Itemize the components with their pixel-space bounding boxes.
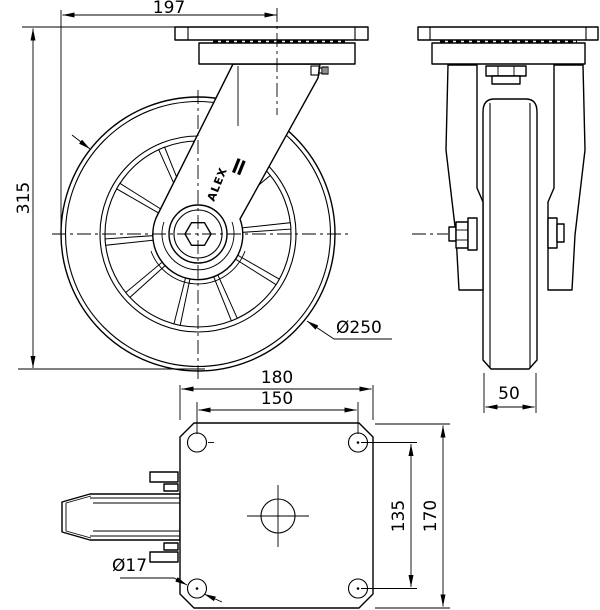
brand-mark-icon xyxy=(232,158,246,176)
dim-wheel-diameter: Ø250 xyxy=(306,318,392,340)
kingpin-hole xyxy=(247,485,309,547)
swivel-head-side xyxy=(431,42,586,65)
tire-pointer xyxy=(71,134,91,150)
dim-bolt-spacing-width: 150 xyxy=(196,389,359,434)
side-fork-leg-left xyxy=(445,64,484,291)
side-view xyxy=(412,26,599,370)
tire-pointer-arrow xyxy=(71,134,91,150)
dim-label-d17: Ø17 xyxy=(112,556,147,576)
dim-label-170: 170 xyxy=(421,500,441,532)
side-axle-bolt xyxy=(448,217,565,251)
dim-swivel-offset: 197 xyxy=(60,0,277,232)
fork-tab-lower xyxy=(149,542,179,563)
front-view: ALEX xyxy=(52,8,369,380)
dim-plate-depth: 170 xyxy=(375,423,450,609)
dim-label-315: 315 xyxy=(14,182,34,214)
side-fork-leg-right xyxy=(547,64,586,291)
grease-fitting xyxy=(310,65,329,76)
mounting-plate xyxy=(179,422,374,609)
bolt-hole-bottom-left xyxy=(186,578,208,599)
dim-bolt-hole-diameter: Ø17 xyxy=(112,556,223,603)
dim-label-197: 197 xyxy=(153,0,185,18)
dim-label-50: 50 xyxy=(498,384,520,404)
wheel-top-view xyxy=(61,471,181,563)
front-top-plate xyxy=(174,26,369,65)
dim-tread-width: 50 xyxy=(483,373,537,413)
dim-bolt-spacing-height: 135 xyxy=(361,442,417,589)
fork-tab-upper xyxy=(149,471,179,492)
dim-overall-height: 315 xyxy=(14,26,205,370)
side-wheel xyxy=(482,98,538,370)
dim-label-150: 150 xyxy=(261,389,293,409)
wheel-plan-outline xyxy=(61,493,181,541)
kingpin-nut xyxy=(485,65,527,85)
dim-label-d250: Ø250 xyxy=(336,318,382,338)
dimensions: 197 315 Ø250 50 180 xyxy=(14,0,537,609)
plan-view xyxy=(179,422,374,609)
dim-plate-width: 180 xyxy=(179,368,374,420)
front-centerlines xyxy=(52,8,348,380)
dim-label-135: 135 xyxy=(389,500,409,532)
side-top-plate xyxy=(417,26,599,65)
dim-label-180: 180 xyxy=(261,368,293,388)
